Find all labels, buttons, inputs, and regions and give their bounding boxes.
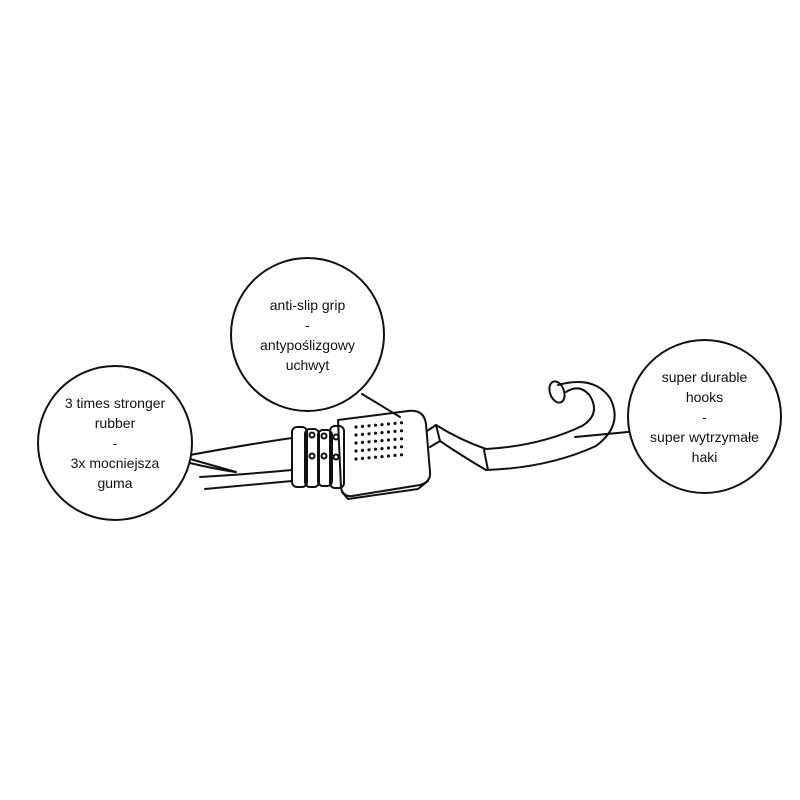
- callout-grip-separator: -: [305, 316, 310, 333]
- grip-dot: [386, 454, 391, 458]
- callout-rubber-line-3: 3x mocniejsza: [70, 455, 160, 471]
- grip-dot: [399, 445, 404, 449]
- grip-dot: [393, 429, 397, 433]
- grip-dot: [354, 441, 358, 445]
- callout-hooks-line-2: hooks: [685, 388, 724, 405]
- grip-dot: [399, 429, 404, 433]
- grip-dot: [354, 449, 358, 453]
- callout-grip-line-3: uchwyt: [285, 356, 330, 373]
- leader-line-rubber: [189, 458, 237, 473]
- grip-dot: [399, 453, 404, 457]
- leader-lines: [189, 393, 629, 473]
- grip-dot: [380, 455, 384, 459]
- callout-grip: anti-slip grip - antypoślizgowy uchwyt: [230, 257, 385, 412]
- grip-dot: [373, 439, 378, 443]
- ferrule-rings: [291, 425, 345, 489]
- grip-dot: [380, 447, 384, 451]
- grip-dot: [373, 431, 378, 435]
- grip-dot-pattern: [354, 421, 404, 461]
- callout-grip-line-1: anti-slip grip: [269, 296, 346, 313]
- hook: [426, 380, 616, 471]
- grip-dot: [399, 421, 404, 425]
- grip-dot: [360, 448, 365, 452]
- grip-dot: [380, 431, 384, 435]
- grip-dot: [399, 437, 404, 441]
- callout-hooks-separator: -: [702, 408, 707, 425]
- grip-body: [337, 409, 432, 500]
- rubber-cord: [189, 437, 293, 490]
- grip-dot: [373, 455, 378, 459]
- grip-dot: [386, 422, 391, 426]
- grip-dot: [373, 423, 378, 427]
- grip-dot: [354, 433, 358, 437]
- grip-dot: [354, 425, 358, 429]
- grip-dot: [393, 421, 397, 425]
- grip-dot: [367, 440, 371, 444]
- callout-rubber-line-2: rubber: [94, 415, 136, 431]
- callout-rubber: 3 times stronger rubber - 3x mocniejsza …: [37, 365, 193, 521]
- callout-rubber-separator: -: [112, 435, 118, 451]
- grip-dot: [393, 437, 397, 441]
- callout-hooks-line-1: super durable: [661, 368, 748, 385]
- leader-line-grip: [361, 393, 401, 418]
- leader-line-hooks: [574, 431, 629, 438]
- grip-dot: [367, 424, 371, 428]
- callout-hooks-line-3: super wytrzymałe: [650, 428, 759, 445]
- callout-rubber-line-1: 3 times stronger: [64, 395, 166, 411]
- grip-dot: [373, 447, 378, 451]
- grip-dot: [367, 448, 371, 452]
- grip-dot: [380, 423, 384, 427]
- grip-dot: [360, 432, 365, 436]
- callout-hooks-line-4: haki: [691, 448, 718, 465]
- grip-dot: [386, 430, 391, 434]
- callout-hooks: super durable hooks - super wytrzymałe h…: [627, 339, 782, 494]
- grip-dot: [393, 445, 397, 449]
- grip-dot: [360, 456, 365, 460]
- grip-dot: [393, 453, 397, 457]
- grip-dot: [367, 432, 371, 436]
- grip-dot: [380, 439, 384, 443]
- grip-dot: [386, 438, 391, 442]
- grip-dot: [386, 446, 391, 450]
- grip-dot: [354, 457, 358, 461]
- grip-dot: [360, 440, 365, 444]
- grip-dot: [367, 456, 371, 460]
- grip-dot: [360, 424, 365, 428]
- callout-rubber-line-4: guma: [97, 475, 133, 491]
- callout-grip-line-2: antypoślizgowy: [260, 336, 355, 353]
